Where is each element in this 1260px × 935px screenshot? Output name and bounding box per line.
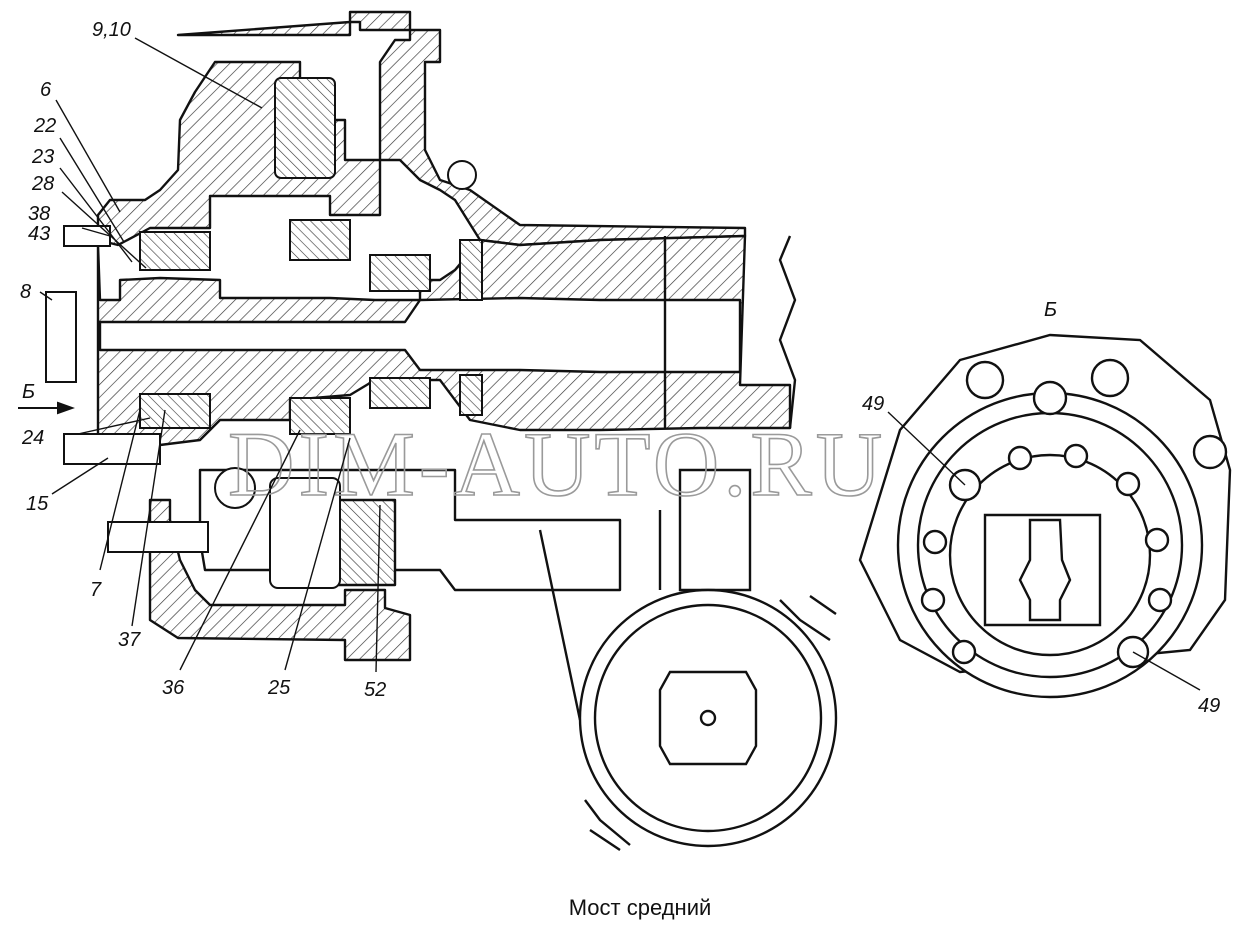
drum-clamp-bottom — [584, 799, 631, 851]
leader-37 — [131, 409, 166, 627]
callout-43: 43 — [28, 223, 50, 245]
view-arrow-label: Б — [22, 381, 35, 403]
leader-25 — [284, 437, 351, 671]
tube-right-edge — [778, 235, 797, 429]
leader-28 — [61, 191, 147, 269]
roller-top — [274, 77, 336, 179]
seal-ring-right-2 — [459, 374, 483, 416]
lower-bearing-2 — [289, 397, 351, 435]
callout-28: 28 — [31, 173, 54, 195]
bolt-upper-right — [447, 160, 477, 190]
bolt-7 — [107, 521, 209, 553]
view-arrow-head — [57, 401, 75, 415]
ring-bolt-7 — [920, 587, 946, 613]
leader-49-a — [887, 411, 966, 486]
yoke-cross — [1018, 518, 1072, 622]
leader-8 — [39, 291, 53, 301]
seal-lower — [369, 377, 431, 409]
callout-15: 15 — [26, 493, 49, 515]
leader-22 — [59, 137, 125, 243]
axle-tube — [663, 235, 797, 429]
ring-bolt-2 — [1063, 443, 1089, 469]
leader-7 — [99, 409, 141, 571]
leader-49-b — [1132, 651, 1201, 691]
leader-lines — [39, 37, 1201, 691]
callout-7: 7 — [90, 579, 102, 601]
drum-center — [699, 709, 717, 727]
callout-8: 8 — [20, 281, 31, 303]
callout-37: 37 — [118, 629, 141, 651]
callout-24: 24 — [21, 427, 44, 449]
callout-36: 36 — [162, 677, 185, 699]
ring-bolt-6 — [922, 529, 948, 555]
drum-inner — [593, 603, 823, 833]
watermark-text: DIM-AUTO.RU — [228, 413, 886, 515]
leader-9-10 — [134, 37, 263, 109]
callout-25: 25 — [267, 677, 291, 699]
ring-bolt-5 — [1147, 587, 1173, 613]
roller-bottom — [269, 477, 341, 589]
view-arrow — [18, 401, 75, 415]
leader-38-43 — [81, 227, 111, 237]
upper-housing — [96, 10, 747, 247]
end-view-label: Б — [1044, 299, 1057, 321]
leader-52 — [375, 504, 381, 673]
end-view — [858, 333, 1232, 699]
bolt-15 — [63, 433, 161, 465]
leader-6 — [55, 99, 121, 213]
callout-52: 52 — [364, 679, 386, 701]
drum-mounting-arm — [538, 468, 752, 721]
leader-15 — [51, 457, 109, 495]
upper-bearing-2 — [289, 219, 351, 261]
seal-upper — [369, 254, 431, 292]
callout-49-b: 49 — [1198, 695, 1220, 717]
upper-bearing — [139, 231, 211, 271]
leader-36 — [179, 429, 301, 671]
brake-drum — [538, 468, 838, 851]
plug-boss — [214, 467, 256, 509]
figure-caption: Мост средний — [569, 895, 712, 920]
leader-23 — [59, 167, 133, 263]
callout-labels: 9,10 6 22 23 28 38 43 8 Б 24 15 7 37 36 … — [20, 19, 1220, 717]
housing-section — [96, 10, 792, 662]
flange-bolts — [45, 160, 477, 553]
lower-bearing — [139, 393, 211, 429]
ring-bolt-3 — [1115, 471, 1141, 497]
callout-22: 22 — [33, 115, 56, 137]
top-bolt-right — [1090, 358, 1130, 398]
callout-23: 23 — [31, 146, 54, 168]
drum-hub — [658, 670, 758, 766]
drum-clamp-top — [779, 595, 837, 641]
seal-ring-right — [459, 239, 483, 301]
callout-49-a: 49 — [862, 393, 884, 415]
ring-bolt-4 — [1144, 527, 1170, 553]
callout-9-10: 9,10 — [92, 19, 131, 41]
ring-bolt-8 — [951, 639, 977, 665]
drain-plug-8 — [45, 291, 77, 383]
ring-bolt-1 — [1007, 445, 1033, 471]
callout-6: 6 — [40, 79, 52, 101]
callout-38: 38 — [28, 203, 50, 225]
axle-shaft — [98, 296, 742, 374]
side-bolt-right — [1192, 434, 1228, 470]
filler-plug — [1032, 380, 1068, 416]
top-bolt-left — [965, 360, 1005, 400]
